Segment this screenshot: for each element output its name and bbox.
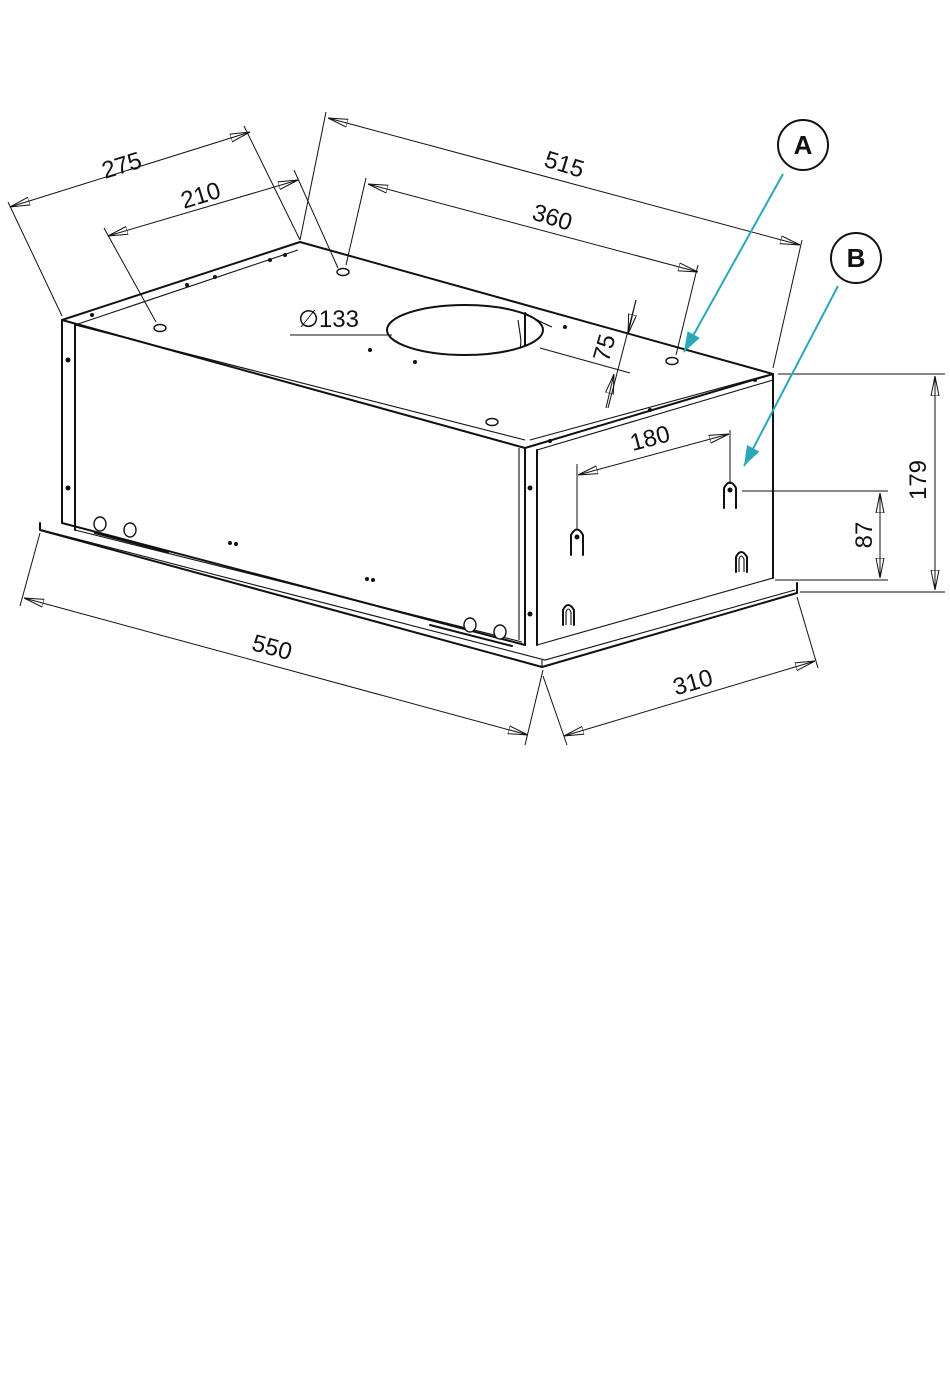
- duct-offset-label: 75: [588, 331, 621, 364]
- dimension-179: 179: [778, 374, 945, 592]
- dimension-360: 360: [346, 178, 698, 355]
- front-bottom-holes: [94, 517, 506, 639]
- width-top-label: 515: [541, 146, 587, 184]
- bracket-height-label: 87: [851, 522, 878, 549]
- depth-bottom-label: 310: [670, 664, 716, 701]
- width-holes-label: 360: [529, 199, 575, 237]
- dimension-duct-diameter: ∅133: [290, 306, 392, 335]
- dimension-275: 275: [8, 126, 300, 316]
- dimension-515: 515: [300, 112, 802, 368]
- depth-inner-label: 210: [178, 177, 224, 215]
- width-bottom-label: 550: [249, 630, 295, 666]
- side-mounting-brackets: [563, 483, 747, 626]
- callout-a: A: [684, 120, 828, 352]
- callout-b-leader: [744, 286, 838, 466]
- depth-outer-label: 275: [99, 147, 145, 185]
- dimension-87: 87: [742, 491, 888, 580]
- callout-a-label: A: [794, 130, 813, 160]
- dimension-75: 75: [540, 300, 636, 408]
- dimension-310: 310: [543, 597, 818, 745]
- edge-rivets: [66, 358, 533, 617]
- dimension-180: 180: [577, 421, 730, 530]
- bottom-trim-plate: [40, 523, 797, 667]
- callout-b-label: B: [847, 243, 866, 273]
- duct-collar: [387, 305, 552, 355]
- callout-b: B: [744, 233, 881, 466]
- dimension-210: 210: [104, 170, 338, 322]
- height-total-label: 179: [905, 460, 932, 500]
- callout-a-leader: [684, 174, 783, 352]
- duct-diameter-label: ∅133: [298, 306, 359, 333]
